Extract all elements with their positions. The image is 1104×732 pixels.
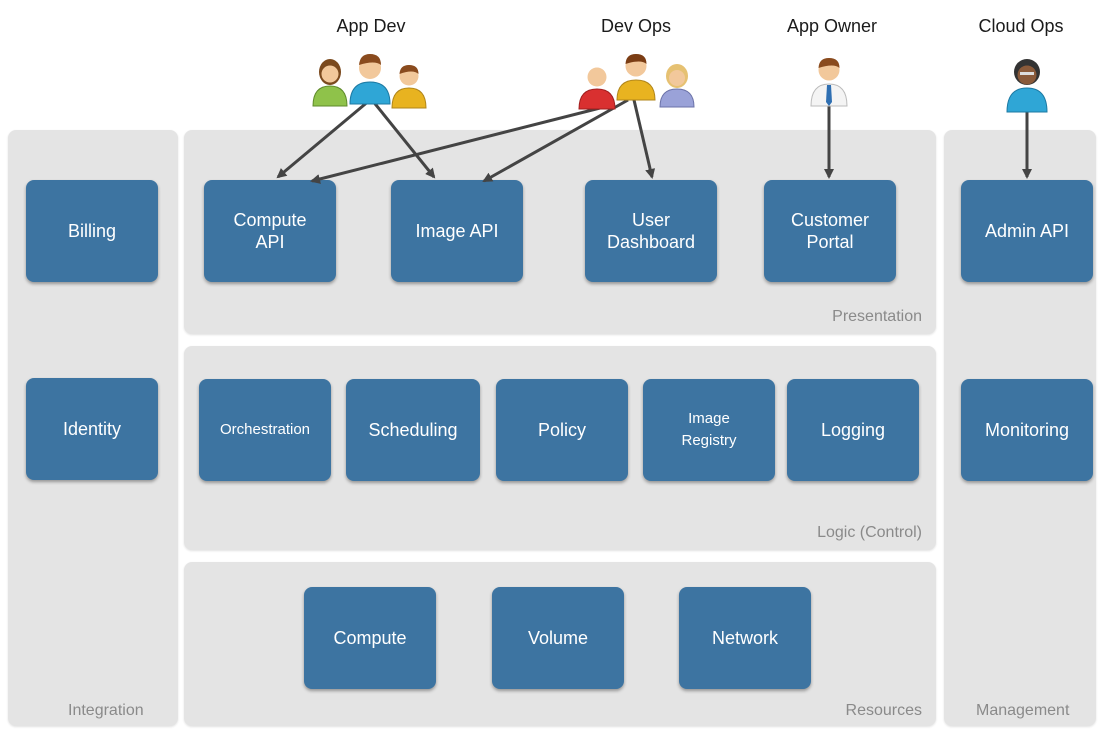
person-icon bbox=[616, 54, 656, 101]
volume-box[interactable]: Volume bbox=[492, 587, 624, 689]
management-label: Management bbox=[976, 702, 1070, 719]
resources-label: Resources bbox=[845, 702, 922, 719]
billing-box[interactable]: Billing bbox=[26, 180, 158, 282]
network-box[interactable]: Network bbox=[679, 587, 811, 689]
monitoring-box[interactable]: Monitoring bbox=[961, 379, 1093, 481]
policy-box[interactable]: Policy bbox=[496, 379, 628, 481]
person-icon bbox=[659, 64, 695, 108]
arrow-appdev-compute-api bbox=[276, 98, 371, 179]
presentation-label: Presentation bbox=[832, 308, 922, 325]
person-icon bbox=[1006, 59, 1048, 113]
cloud-ops-label: Cloud Ops bbox=[978, 16, 1064, 36]
person-icon bbox=[810, 58, 848, 107]
logic-label: Logic (Control) bbox=[817, 524, 922, 541]
image-registry-box[interactable]: Image Registry bbox=[643, 379, 775, 481]
customer-portal-box[interactable]: Customer Portal bbox=[764, 180, 896, 282]
arrow-devops-compute-api bbox=[310, 104, 609, 184]
app-dev-label: App Dev bbox=[336, 16, 406, 36]
admin-api-box[interactable]: Admin API bbox=[961, 180, 1093, 282]
person-icon bbox=[391, 65, 427, 109]
user-dashboard-box[interactable]: User Dashboard bbox=[585, 180, 717, 282]
compute-api-box[interactable]: Compute API bbox=[204, 180, 336, 282]
identity-box[interactable]: Identity bbox=[26, 378, 158, 480]
dev-ops-label: Dev Ops bbox=[600, 16, 672, 36]
scheduling-box[interactable]: Scheduling bbox=[346, 379, 480, 481]
arrow-devops-image-api bbox=[482, 98, 629, 183]
logging-box[interactable]: Logging bbox=[787, 379, 919, 481]
arrow-devops-user-dashboard bbox=[632, 99, 656, 179]
person-icon bbox=[578, 67, 616, 110]
image-api-box[interactable]: Image API bbox=[391, 180, 523, 282]
arrow-appdev-image-api bbox=[370, 99, 436, 179]
compute-box[interactable]: Compute bbox=[304, 587, 436, 689]
app-owner-label: App Owner bbox=[786, 16, 878, 36]
integration-label: Integration bbox=[68, 702, 144, 719]
person-icon bbox=[312, 59, 348, 107]
person-icon bbox=[349, 54, 391, 105]
orchestration-box[interactable]: Orchestration bbox=[199, 379, 331, 481]
